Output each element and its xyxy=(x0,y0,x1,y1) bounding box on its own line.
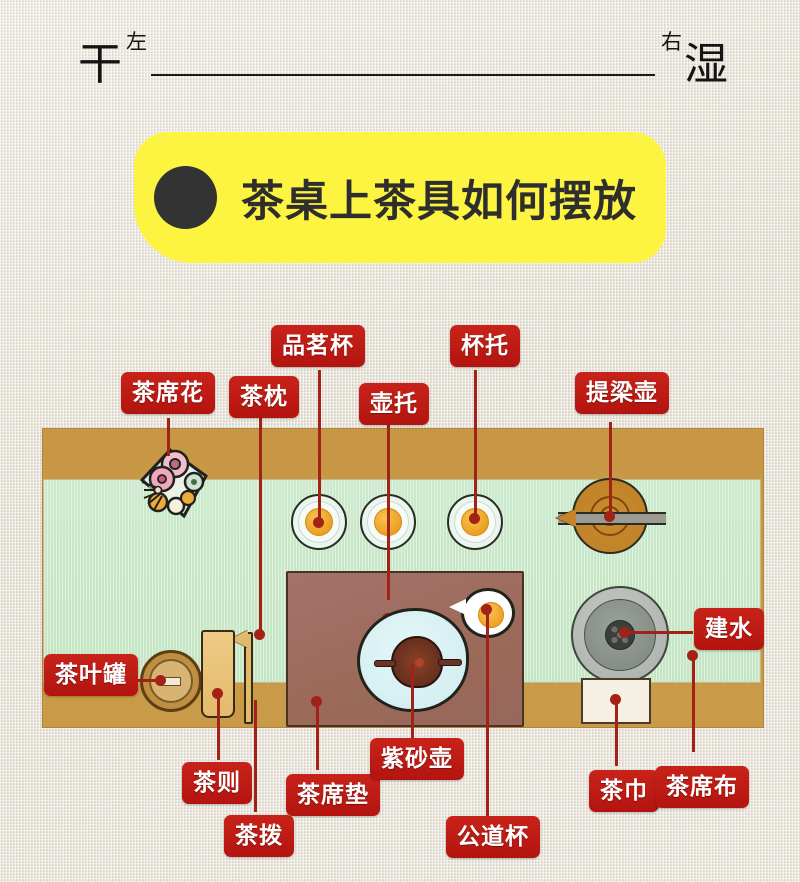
label-cha-ye-guan[interactable]: 茶叶罐 xyxy=(44,654,138,696)
label-cha-jin[interactable]: 茶巾 xyxy=(589,770,659,812)
page-title: 茶桌上茶具如何摆放 xyxy=(241,177,637,226)
header-right-char: 右 xyxy=(661,30,682,54)
label-cha-bo[interactable]: 茶拨 xyxy=(224,815,294,857)
label-gong-dao-bei[interactable]: 公道杯 xyxy=(446,816,540,858)
header-divider-line xyxy=(151,74,655,76)
label-cha-xi-bu[interactable]: 茶席布 xyxy=(655,766,749,808)
header-dry-wet-scale: 干 左 右 湿 xyxy=(78,26,728,88)
label-pin-ming-bei[interactable]: 品茗杯 xyxy=(271,325,365,367)
label-cha-ze[interactable]: 茶则 xyxy=(182,762,252,804)
header-dry-char: 干 xyxy=(78,40,122,89)
header-wet-char: 湿 xyxy=(684,40,728,89)
title-banner: 茶桌上茶具如何摆放 xyxy=(134,132,666,263)
bullet-dot-icon xyxy=(154,166,217,229)
label-cha-zhen[interactable]: 茶枕 xyxy=(229,376,299,418)
label-cha-xi-hua[interactable]: 茶席花 xyxy=(121,372,215,414)
label-zi-sha-hu[interactable]: 紫砂壶 xyxy=(370,738,464,780)
label-ti-liang-hu[interactable]: 提梁壶 xyxy=(575,372,669,414)
header-left-char: 左 xyxy=(126,30,147,54)
label-jian-shui[interactable]: 建水 xyxy=(694,608,764,650)
label-cha-xi-dian[interactable]: 茶席垫 xyxy=(286,774,380,816)
label-hu-tuo[interactable]: 壶托 xyxy=(359,383,429,425)
label-bei-tuo[interactable]: 杯托 xyxy=(450,325,520,367)
